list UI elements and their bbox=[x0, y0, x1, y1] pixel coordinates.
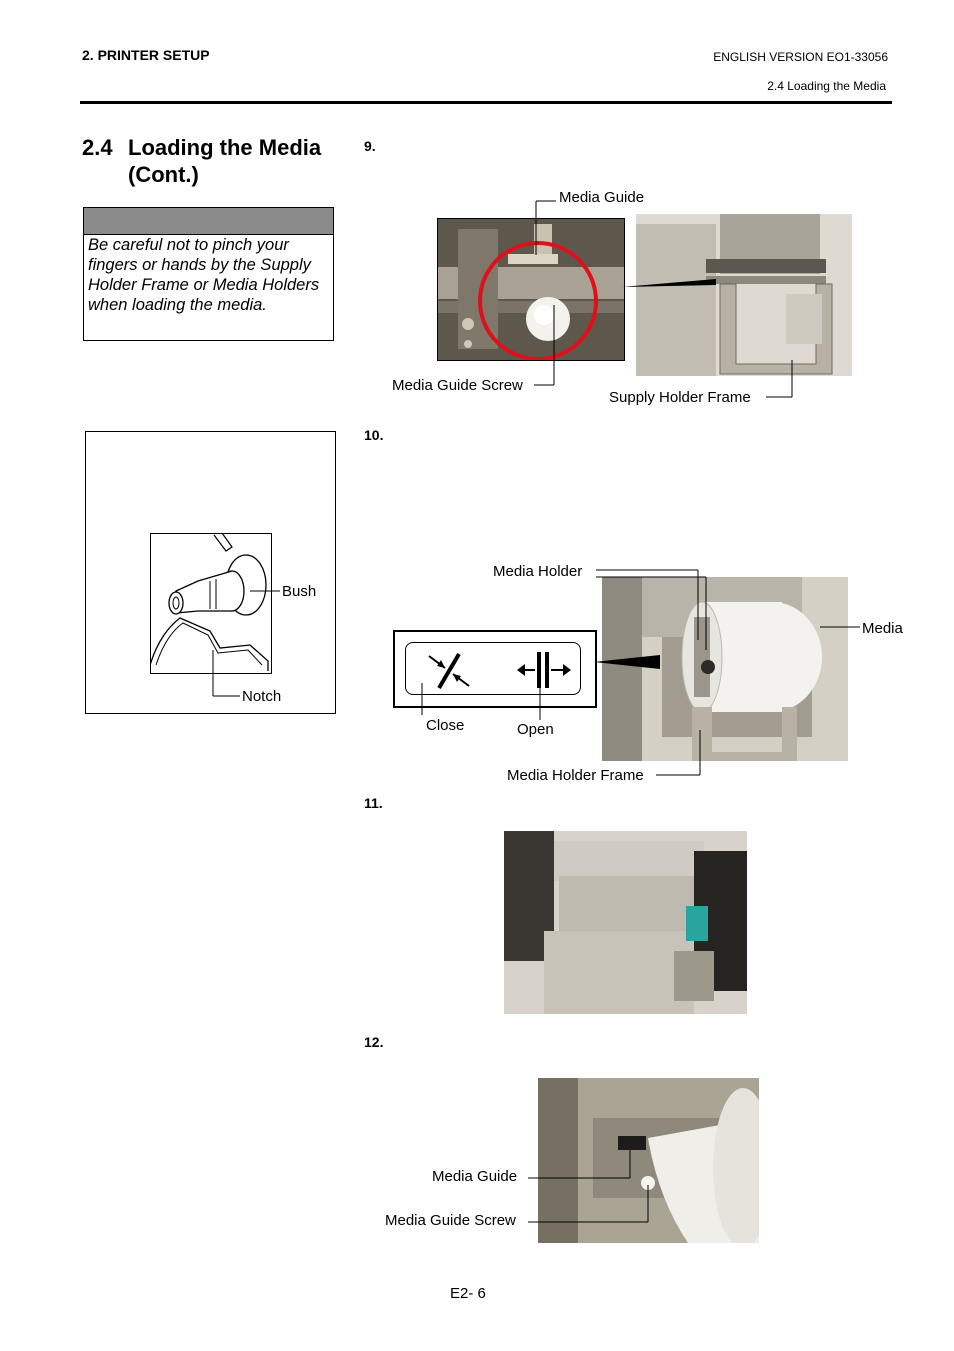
label-media-guide-9: Media Guide bbox=[559, 189, 645, 206]
label-supply-holder-frame: Supply Holder Frame bbox=[609, 389, 751, 406]
close-icon bbox=[428, 652, 470, 690]
label-media-holder-frame: Media Holder Frame bbox=[507, 767, 644, 784]
label-media-guide-screw-12: Media Guide Screw bbox=[385, 1212, 516, 1229]
step-10-number: 10. bbox=[364, 427, 384, 443]
header-rule bbox=[80, 101, 892, 104]
open-icon bbox=[517, 652, 571, 688]
step-11-number: 11. bbox=[364, 795, 383, 811]
media-guide-closeup-photo bbox=[437, 218, 625, 361]
bush-illustration bbox=[150, 533, 272, 674]
step-12-number: 12. bbox=[364, 1034, 384, 1050]
indicator-inner-frame bbox=[405, 642, 581, 695]
section-number: 2.4 bbox=[82, 135, 113, 160]
header-section: 2.4 Loading the Media bbox=[767, 79, 886, 93]
step9-callouts bbox=[534, 200, 793, 398]
media-guide-position-photo bbox=[538, 1078, 759, 1243]
header-chapter: 2. PRINTER SETUP bbox=[82, 47, 210, 63]
label-media: Media bbox=[862, 620, 903, 637]
section-title-cont: (Cont.) bbox=[128, 162, 199, 187]
bush-note-box bbox=[85, 431, 336, 714]
bush-leader-lines bbox=[212, 590, 280, 697]
caution-text: Be careful not to pinch your fingers or … bbox=[88, 236, 320, 314]
label-bush: Bush bbox=[282, 583, 317, 600]
label-close: Close bbox=[426, 717, 465, 734]
step-9-number: 9. bbox=[364, 138, 376, 154]
label-notch: Notch bbox=[242, 688, 282, 705]
label-media-holder: Media Holder bbox=[493, 563, 583, 580]
header-version: ENGLISH VERSION EO1-33056 bbox=[713, 50, 888, 64]
supply-holder-frame-photo bbox=[636, 214, 852, 376]
printer-mechanism-photo bbox=[504, 831, 747, 1014]
label-open: Open bbox=[517, 721, 554, 738]
caution-header-bar bbox=[84, 208, 333, 235]
label-media-guide-12: Media Guide bbox=[432, 1168, 518, 1185]
step12-callouts bbox=[528, 1150, 649, 1223]
section-title-text: Loading the Media bbox=[128, 135, 322, 160]
section-title: 2.4 Loading the Media (Cont.) bbox=[82, 134, 321, 188]
caution-box: Be careful not to pinch your fingers or … bbox=[83, 207, 334, 341]
step10-callouts bbox=[421, 569, 860, 776]
page-number: E2- 6 bbox=[450, 1285, 486, 1302]
media-holder-photo bbox=[602, 577, 848, 761]
close-open-indicator-panel bbox=[393, 630, 597, 708]
label-media-guide-screw-9: Media Guide Screw bbox=[392, 377, 523, 394]
